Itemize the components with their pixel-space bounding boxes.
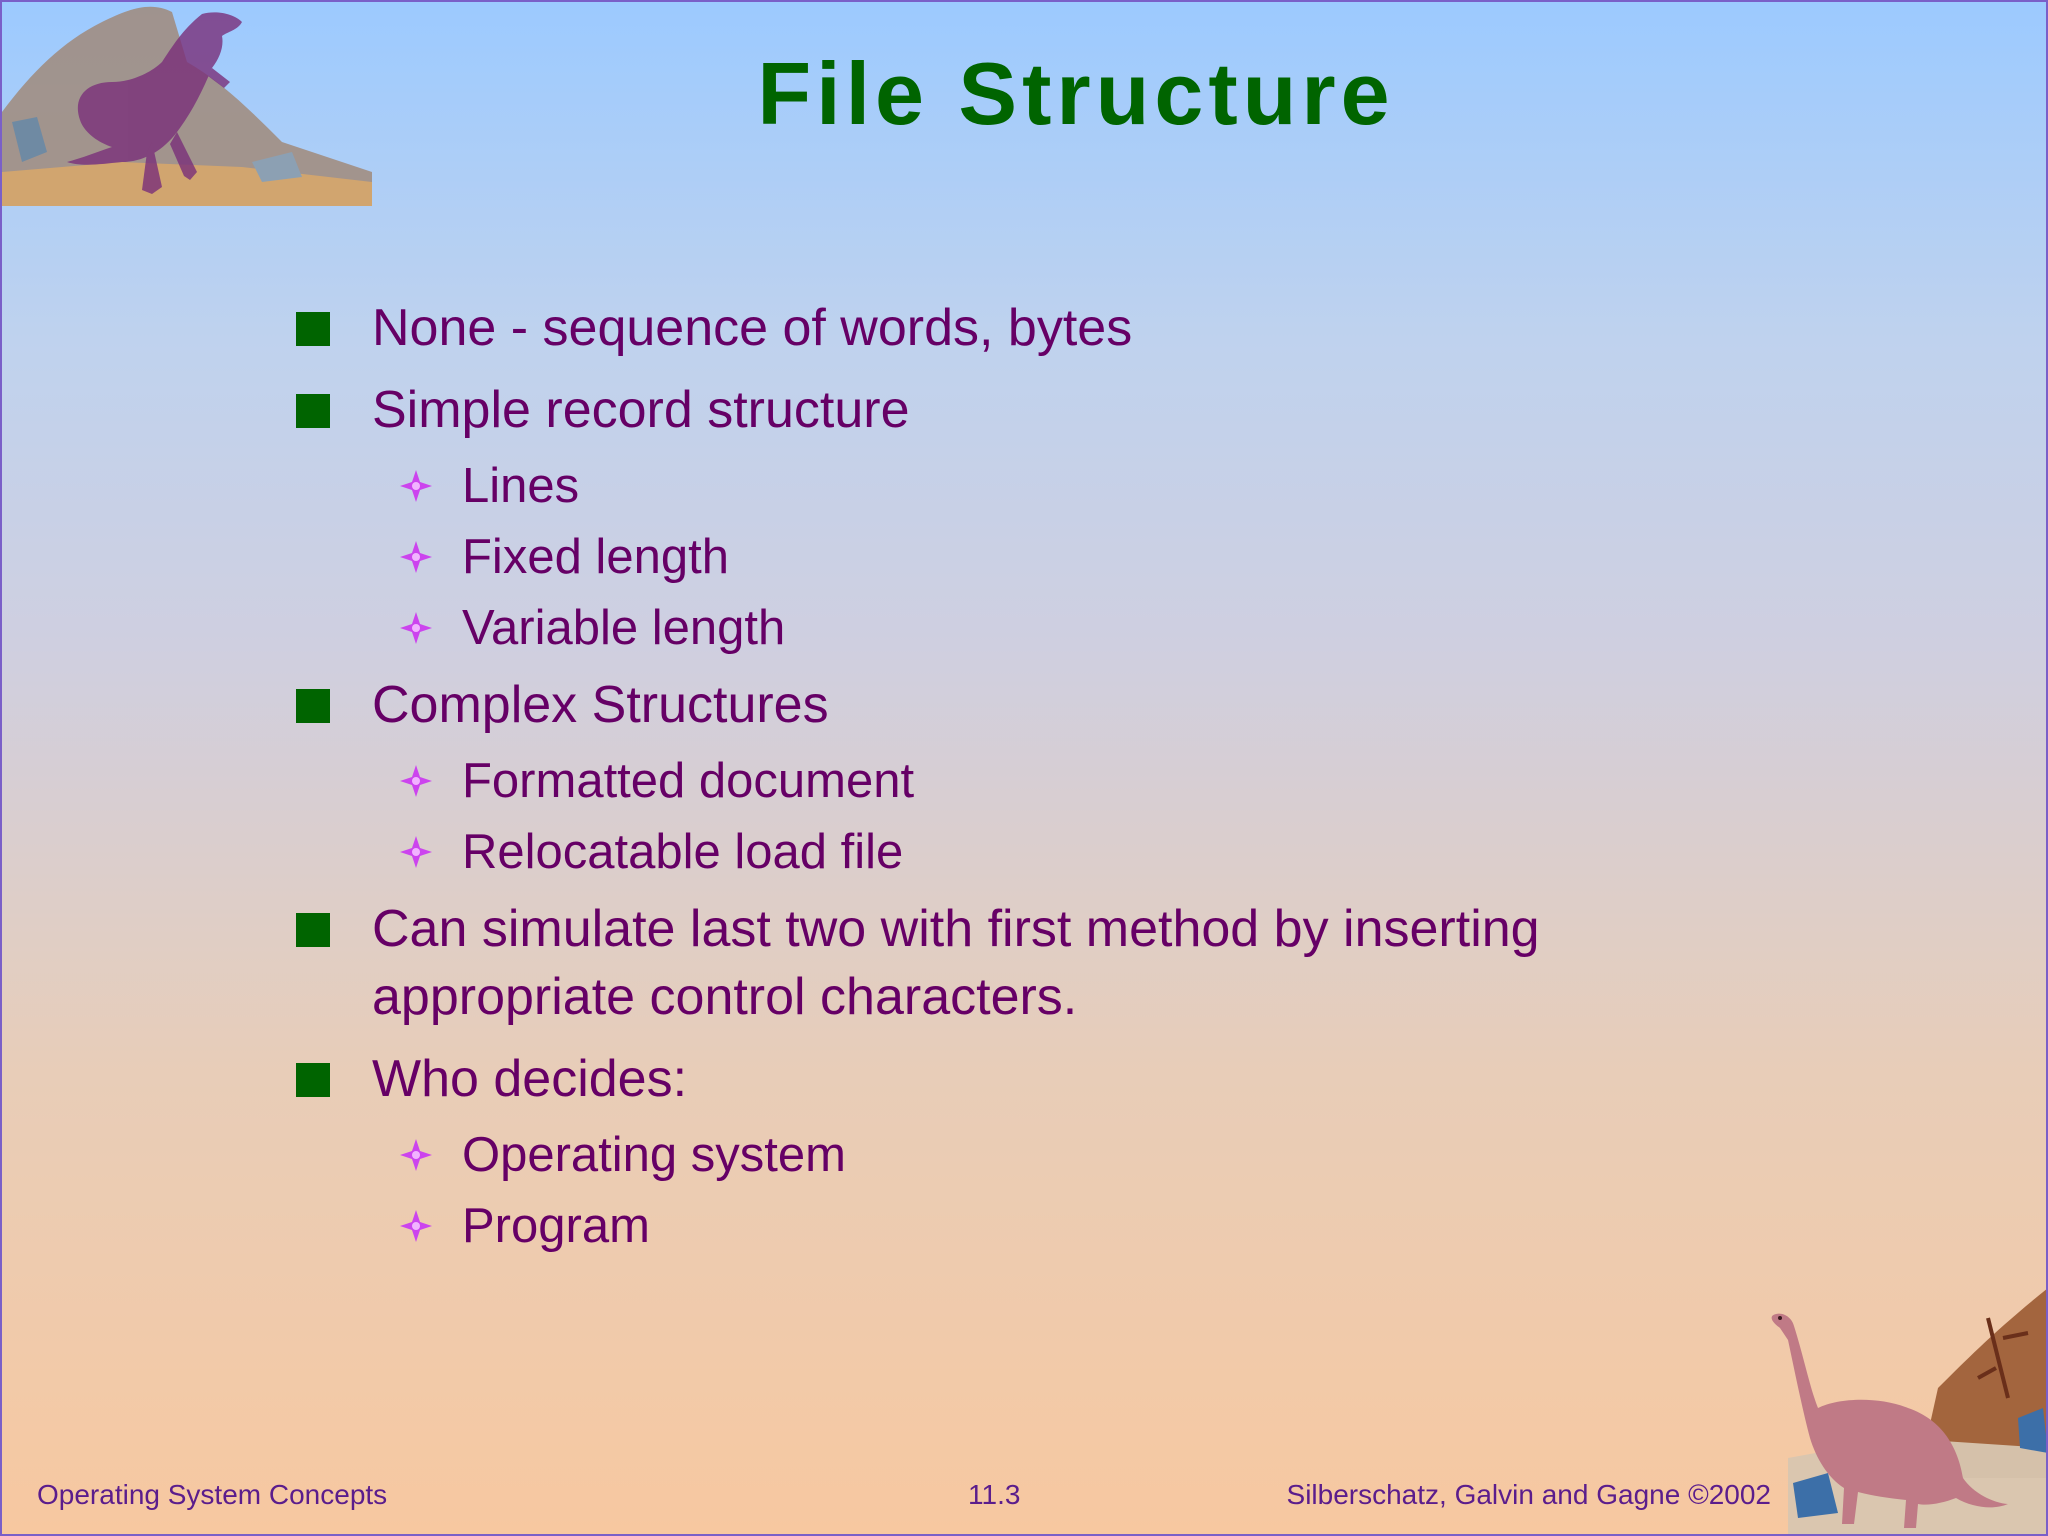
list-item-text: Fixed length	[462, 530, 729, 584]
list-item-text: Simple record structure	[372, 381, 910, 439]
list-item: Can simulate last two with first method …	[294, 895, 1774, 1031]
square-bullet-icon	[296, 689, 330, 723]
four-point-star-bullet-icon	[400, 541, 432, 573]
square-bullet-icon	[296, 312, 330, 346]
brontosaurus-dinosaur-icon	[1771, 1289, 2046, 1534]
footer-slide-number: 11.3	[968, 1479, 1021, 1510]
sub-list-item: Program	[294, 1194, 1774, 1258]
sub-list-item: Variable length	[294, 596, 1774, 660]
list-item-text: Can simulate last two with first method …	[372, 900, 1540, 1026]
four-point-star-bullet-icon	[400, 765, 432, 797]
square-bullet-icon	[296, 913, 330, 947]
sub-list-item: Fixed length	[294, 525, 1774, 589]
four-point-star-bullet-icon	[400, 470, 432, 502]
list-item-text: Formatted document	[462, 754, 915, 808]
list-item-text: None - sequence of words, bytes	[372, 299, 1133, 357]
list-item: None - sequence of words, bytes	[294, 294, 1774, 362]
list-item: Complex Structures	[294, 671, 1774, 739]
list-item-text: Variable length	[462, 601, 786, 655]
four-point-star-bullet-icon	[400, 1210, 432, 1242]
sub-list-item: Relocatable load file	[294, 820, 1774, 884]
list-item-text: Complex Structures	[372, 676, 829, 734]
sub-list-item: Formatted document	[294, 749, 1774, 813]
slide-title: File Structure	[757, 44, 1395, 143]
four-point-star-bullet-icon	[400, 1139, 432, 1171]
sub-list-item: Lines	[294, 454, 1774, 518]
footer-book-title: Operating System Concepts	[37, 1479, 388, 1510]
sub-list-item: Operating system	[294, 1123, 1774, 1187]
list-item-text: Program	[462, 1199, 650, 1253]
list-item-text: Lines	[462, 459, 580, 513]
list-item-text: Who decides:	[372, 1050, 688, 1108]
list-item-text: Operating system	[462, 1128, 846, 1182]
footer-copyright: Silberschatz, Galvin and Gagne ©2002	[1286, 1479, 1771, 1510]
t-rex-dinosaur-icon	[2, 6, 372, 206]
list-item: Who decides:	[294, 1045, 1774, 1113]
square-bullet-icon	[296, 394, 330, 428]
square-bullet-icon	[296, 1063, 330, 1097]
bullet-list: None - sequence of words, bytes Simple r…	[294, 294, 1774, 1269]
list-item: Simple record structure	[294, 376, 1774, 444]
list-item-text: Relocatable load file	[462, 825, 904, 879]
four-point-star-bullet-icon	[400, 612, 432, 644]
four-point-star-bullet-icon	[400, 836, 432, 868]
